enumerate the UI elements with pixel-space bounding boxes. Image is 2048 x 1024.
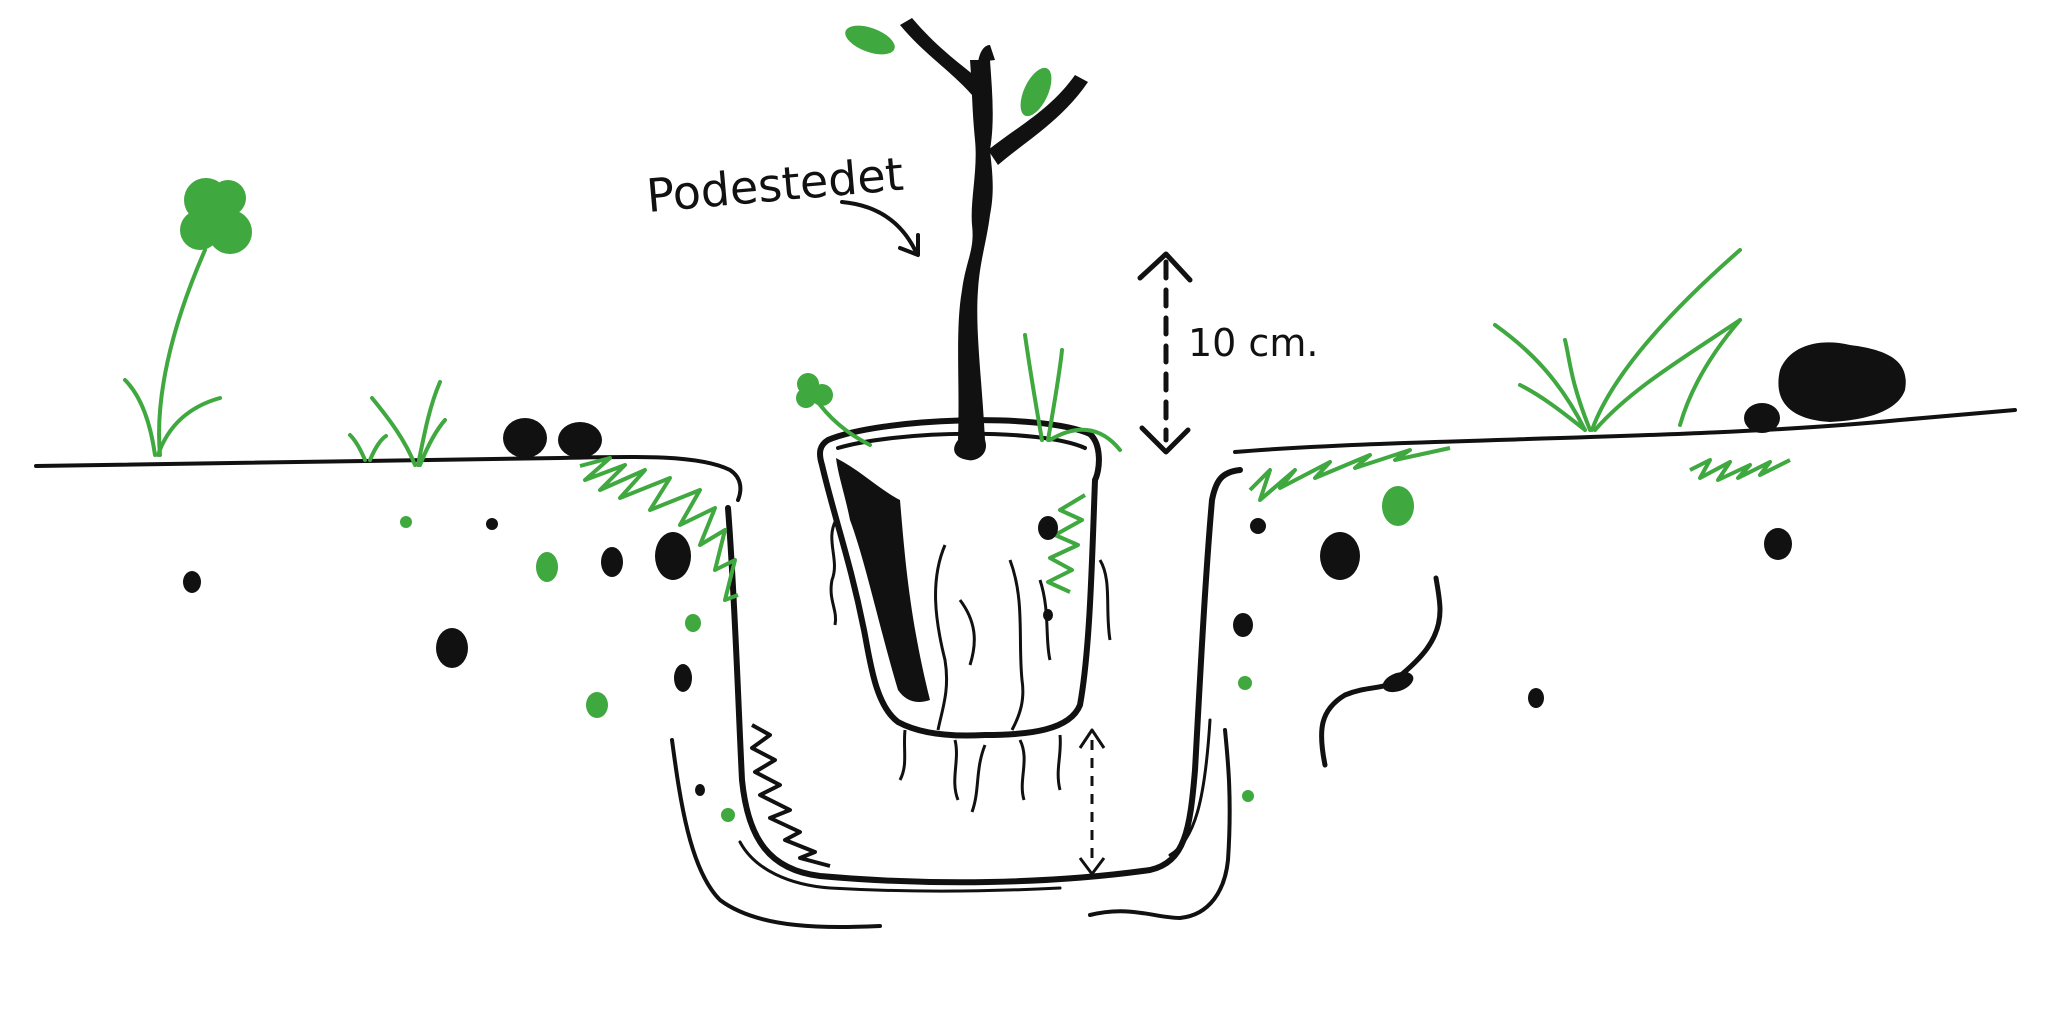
hole-outer-outline	[670, 738, 882, 929]
depth-arrowhead-top	[1137, 251, 1193, 283]
grass-tuft	[348, 380, 447, 467]
hole-outer-outline-right	[1088, 728, 1232, 921]
earthworm	[1319, 575, 1443, 768]
root	[970, 744, 987, 813]
graft-arrowhead	[898, 233, 920, 257]
root	[1038, 579, 1052, 661]
grass-hatch-left	[579, 456, 739, 602]
root-ball-shadow	[836, 458, 930, 702]
graft-arrow	[840, 200, 917, 252]
hole-shading	[750, 723, 831, 868]
tree-branch	[978, 45, 995, 62]
graft-label: Podestedet	[644, 147, 905, 223]
depth-arrowhead-bottom	[1139, 425, 1191, 455]
root	[1056, 734, 1062, 791]
stone	[1744, 403, 1780, 433]
soil-particles	[183, 516, 1792, 796]
leaf	[845, 25, 895, 55]
tree-branch	[900, 18, 980, 95]
leaf	[1020, 67, 1052, 117]
root	[898, 729, 907, 781]
grass-tuft	[1493, 248, 1742, 432]
root	[1098, 559, 1112, 641]
root-ball-hatch	[1046, 493, 1087, 594]
green-particles	[400, 486, 1414, 822]
tree-trunk	[954, 60, 993, 461]
root	[829, 519, 838, 626]
ground-line-right	[1233, 408, 2017, 454]
root	[934, 544, 949, 731]
stone	[1778, 342, 1906, 422]
grass-tuft	[1023, 333, 1122, 452]
depth-label: 10 cm.	[1188, 321, 1318, 365]
root	[953, 739, 960, 801]
grass-tuft	[123, 248, 222, 457]
tree-branch	[988, 75, 1088, 165]
bottom-gap-arrowhead-top	[1078, 728, 1106, 749]
clover	[796, 373, 872, 447]
planting-hole	[725, 467, 1243, 886]
hole-inner-outline-right	[1168, 718, 1212, 857]
earthworm-segment	[1382, 671, 1414, 693]
root	[1008, 559, 1025, 731]
ground-line-left	[34, 454, 743, 502]
grass-hatch-far-right	[1689, 458, 1791, 482]
stone	[503, 418, 547, 458]
grass-hatch-right	[1248, 446, 1451, 502]
root	[958, 599, 976, 666]
hole-inner-outline	[738, 840, 1062, 893]
clover	[180, 178, 252, 254]
root	[1018, 739, 1026, 801]
stone	[558, 422, 602, 458]
bottom-gap-arrowhead-bottom	[1078, 857, 1106, 876]
